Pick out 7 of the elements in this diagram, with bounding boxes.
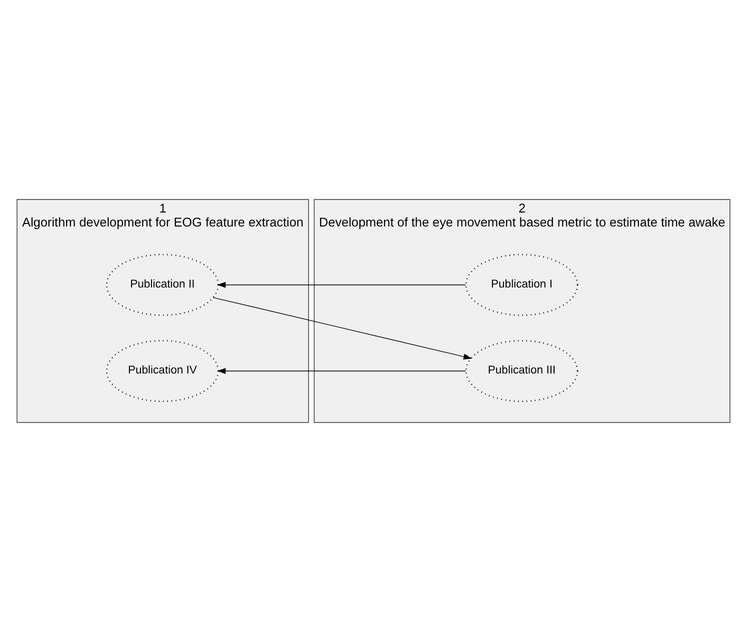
node-ellipse: Publication I: [465, 253, 578, 316]
node-ellipse: Publication III: [465, 339, 578, 402]
node-ellipse: Publication IV: [106, 339, 219, 402]
node-ellipse: Publication II: [106, 253, 219, 316]
arrow: [217, 281, 466, 288]
arrow: [217, 368, 466, 374]
arrow: [212, 296, 472, 360]
